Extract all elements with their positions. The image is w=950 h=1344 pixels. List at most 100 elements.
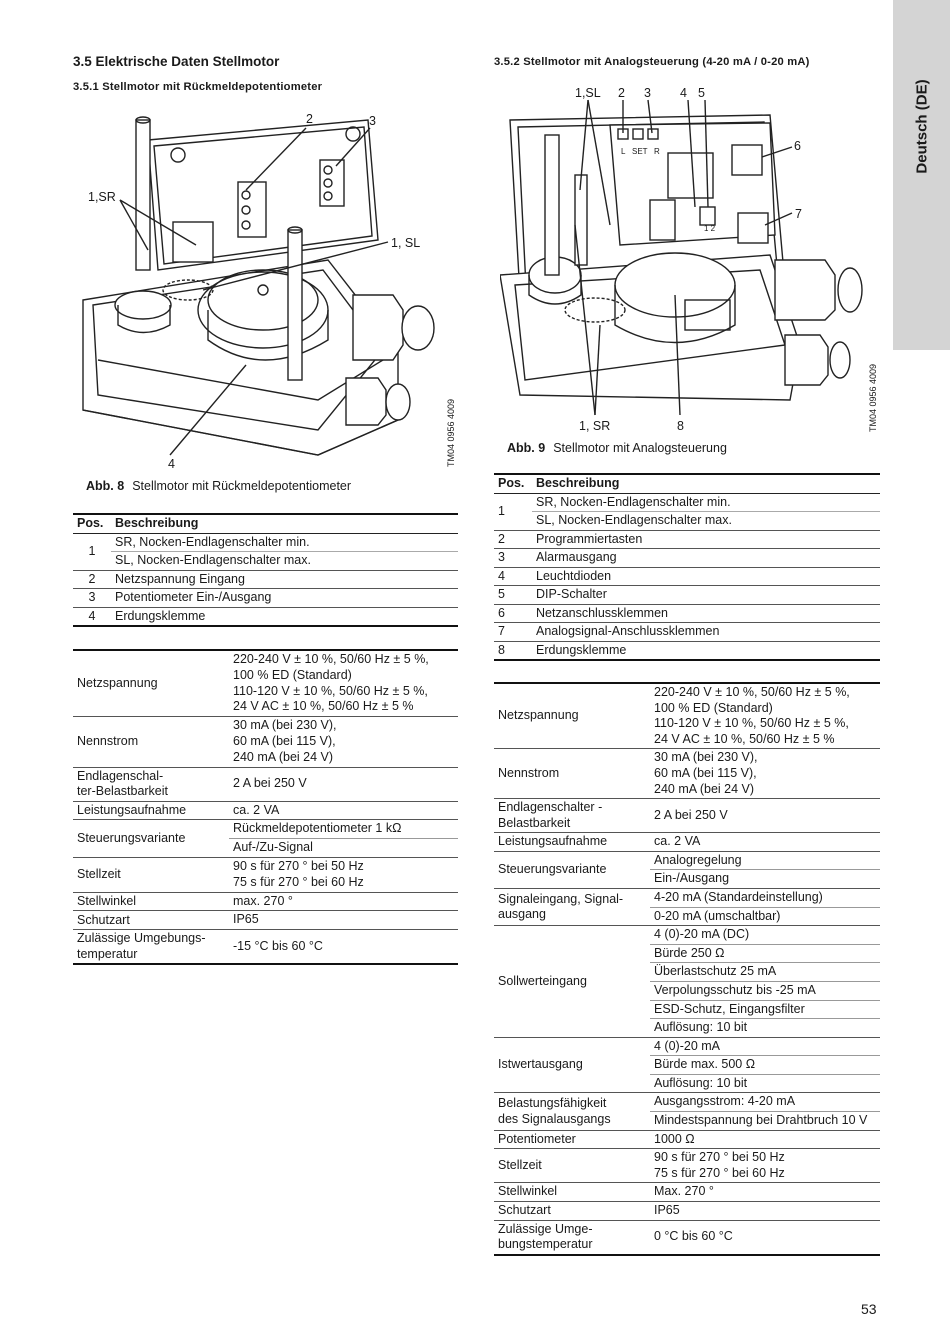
spec-row: Auflösung: 10 bit [494,1074,880,1094]
left-callout-4: 4 [168,457,175,471]
board-label-set: SET [632,147,648,156]
spec-key: Belastungsfähigkeit des Signalausgangs [494,1092,650,1131]
spec-key: Endlagenschal- ter-Belastbarkeit [73,767,229,802]
spec-key: Endlagenschalter - Belastbarkeit [494,798,650,834]
spec-value: Bürde 250 Ω [650,944,880,964]
spec-value: 90 s für 270 ° bei 50 Hz 75 s für 270 ° … [650,1148,880,1184]
section-title: 3.5 Elektrische Daten Stellmotor [73,54,280,69]
spec-value: 1000 Ω [650,1130,880,1150]
right-callout-2: 2 [618,86,625,100]
pos-number: 5 [494,585,532,605]
spec-value: Ein-/Ausgang [650,869,880,889]
right-callout-8: 8 [677,419,684,433]
right-callout-1-sr: 1, SR [579,419,611,433]
pos-description: SL, Nocken-Endlagenschalter max. [532,511,880,531]
description-header: Beschreibung [532,474,880,494]
pos-number: 4 [494,567,532,586]
board-label-l: L [621,147,626,156]
spec-key: Sollwerteingang [494,925,650,1038]
pos-number: 2 [73,570,111,589]
pos-number: 3 [494,548,532,568]
spec-value: Bürde max. 500 Ω [650,1055,880,1075]
spec-value: Rückmeldepotentiometer 1 kΩ [229,819,458,840]
spec-value: 4 (0)-20 mA (DC) [650,925,880,945]
pos-description: SR, Nocken-Endlagenschalter min. [111,533,458,552]
pos-number: 1 [73,533,111,571]
spec-row: Zulässige Umgebungs- temperatur-15 °C bi… [73,929,458,965]
spec-value: IP65 [650,1201,880,1221]
right-callout-7: 7 [795,207,802,221]
pos-number: 6 [494,604,532,623]
figure-stellmotor-rueckmeldepotentiometer [82,116,435,456]
right-callout-6: 6 [794,139,801,153]
spec-value: 30 mA (bei 230 V), 60 mA (bei 115 V), 24… [229,716,458,768]
spec-key: Steuerungsvariante [73,819,229,858]
left-figure-caption: Abb. 8 Stellmotor mit Rückmeldepotentiome… [86,479,351,493]
spec-row: ESD-Schutz, Eingangsfilter [494,1000,880,1020]
pos-description: Erdungsklemme [532,641,880,661]
spec-value: Max. 270 ° [650,1182,880,1203]
pos-description: Netzspannung Eingang [111,570,458,589]
spec-key: Netzspannung [494,683,650,750]
spec-row: Auflösung: 10 bit [494,1018,880,1038]
pos-number: 3 [73,588,111,608]
pos-description: Programmiertasten [532,530,880,549]
left-callout-3: 3 [369,114,376,128]
pos-header: Pos. [73,514,111,534]
left-caption-label: Abb. 8 [86,479,125,493]
right-callout-3: 3 [644,86,651,100]
spec-key: Leistungsaufnahme [73,801,229,821]
pos-description: Leuchtdioden [532,567,880,586]
pos-description: Erdungsklemme [111,607,458,627]
spec-value: max. 270 ° [229,892,458,912]
spec-key: Leistungsaufnahme [494,832,650,852]
spec-key: Zulässige Umgebungs- temperatur [73,929,229,965]
spec-key: Nennstrom [494,748,650,800]
spec-row: Mindestspannung bei Drahtbruch 10 V [494,1111,880,1131]
spec-row: 0-20 mA (umschaltbar) [494,907,880,927]
spec-value: 4 (0)-20 mA [650,1037,880,1057]
spec-value: ESD-Schutz, Eingangsfilter [650,1000,880,1020]
spec-key: Steuerungsvariante [494,851,650,889]
spec-key: Netzspannung [73,650,229,718]
spec-row: Überlastschutz 25 mA [494,962,880,982]
spec-key: Signaleingang, Signal- ausgang [494,888,650,927]
spec-value: Verpolungsschutz bis -25 mA [650,981,880,1001]
spec-value: 220-240 V ± 10 %, 50/60 Hz ± 5 %, 100 % … [229,650,458,718]
left-caption-text: Stellmotor mit Rückmeldepotentiometer [132,479,352,493]
figure-stellmotor-analogsteuerung [500,99,863,416]
right-callout-1-sl: 1,SL [575,86,601,100]
left-tm-code: TM04 0956 4009 [446,398,456,467]
pos-description: Potentiometer Ein-/Ausgang [111,588,458,608]
spec-value: ca. 2 VA [229,801,458,821]
spec-key: Stellwinkel [494,1182,650,1203]
spec-value: Mindestspannung bei Drahtbruch 10 V [650,1111,880,1131]
spec-value: IP65 [229,910,458,931]
spec-value: 90 s für 270 ° bei 50 Hz 75 s für 270 ° … [229,857,458,893]
spec-value: Überlastschutz 25 mA [650,962,880,982]
right-tm-code: TM04 0956 4009 [868,363,878,432]
pos-number: 8 [494,641,532,661]
page-number: 53 [861,1301,877,1317]
board-label-dip: 1 2 [704,224,716,233]
pos-description: Analogsignal-Anschlussklemmen [532,622,880,642]
